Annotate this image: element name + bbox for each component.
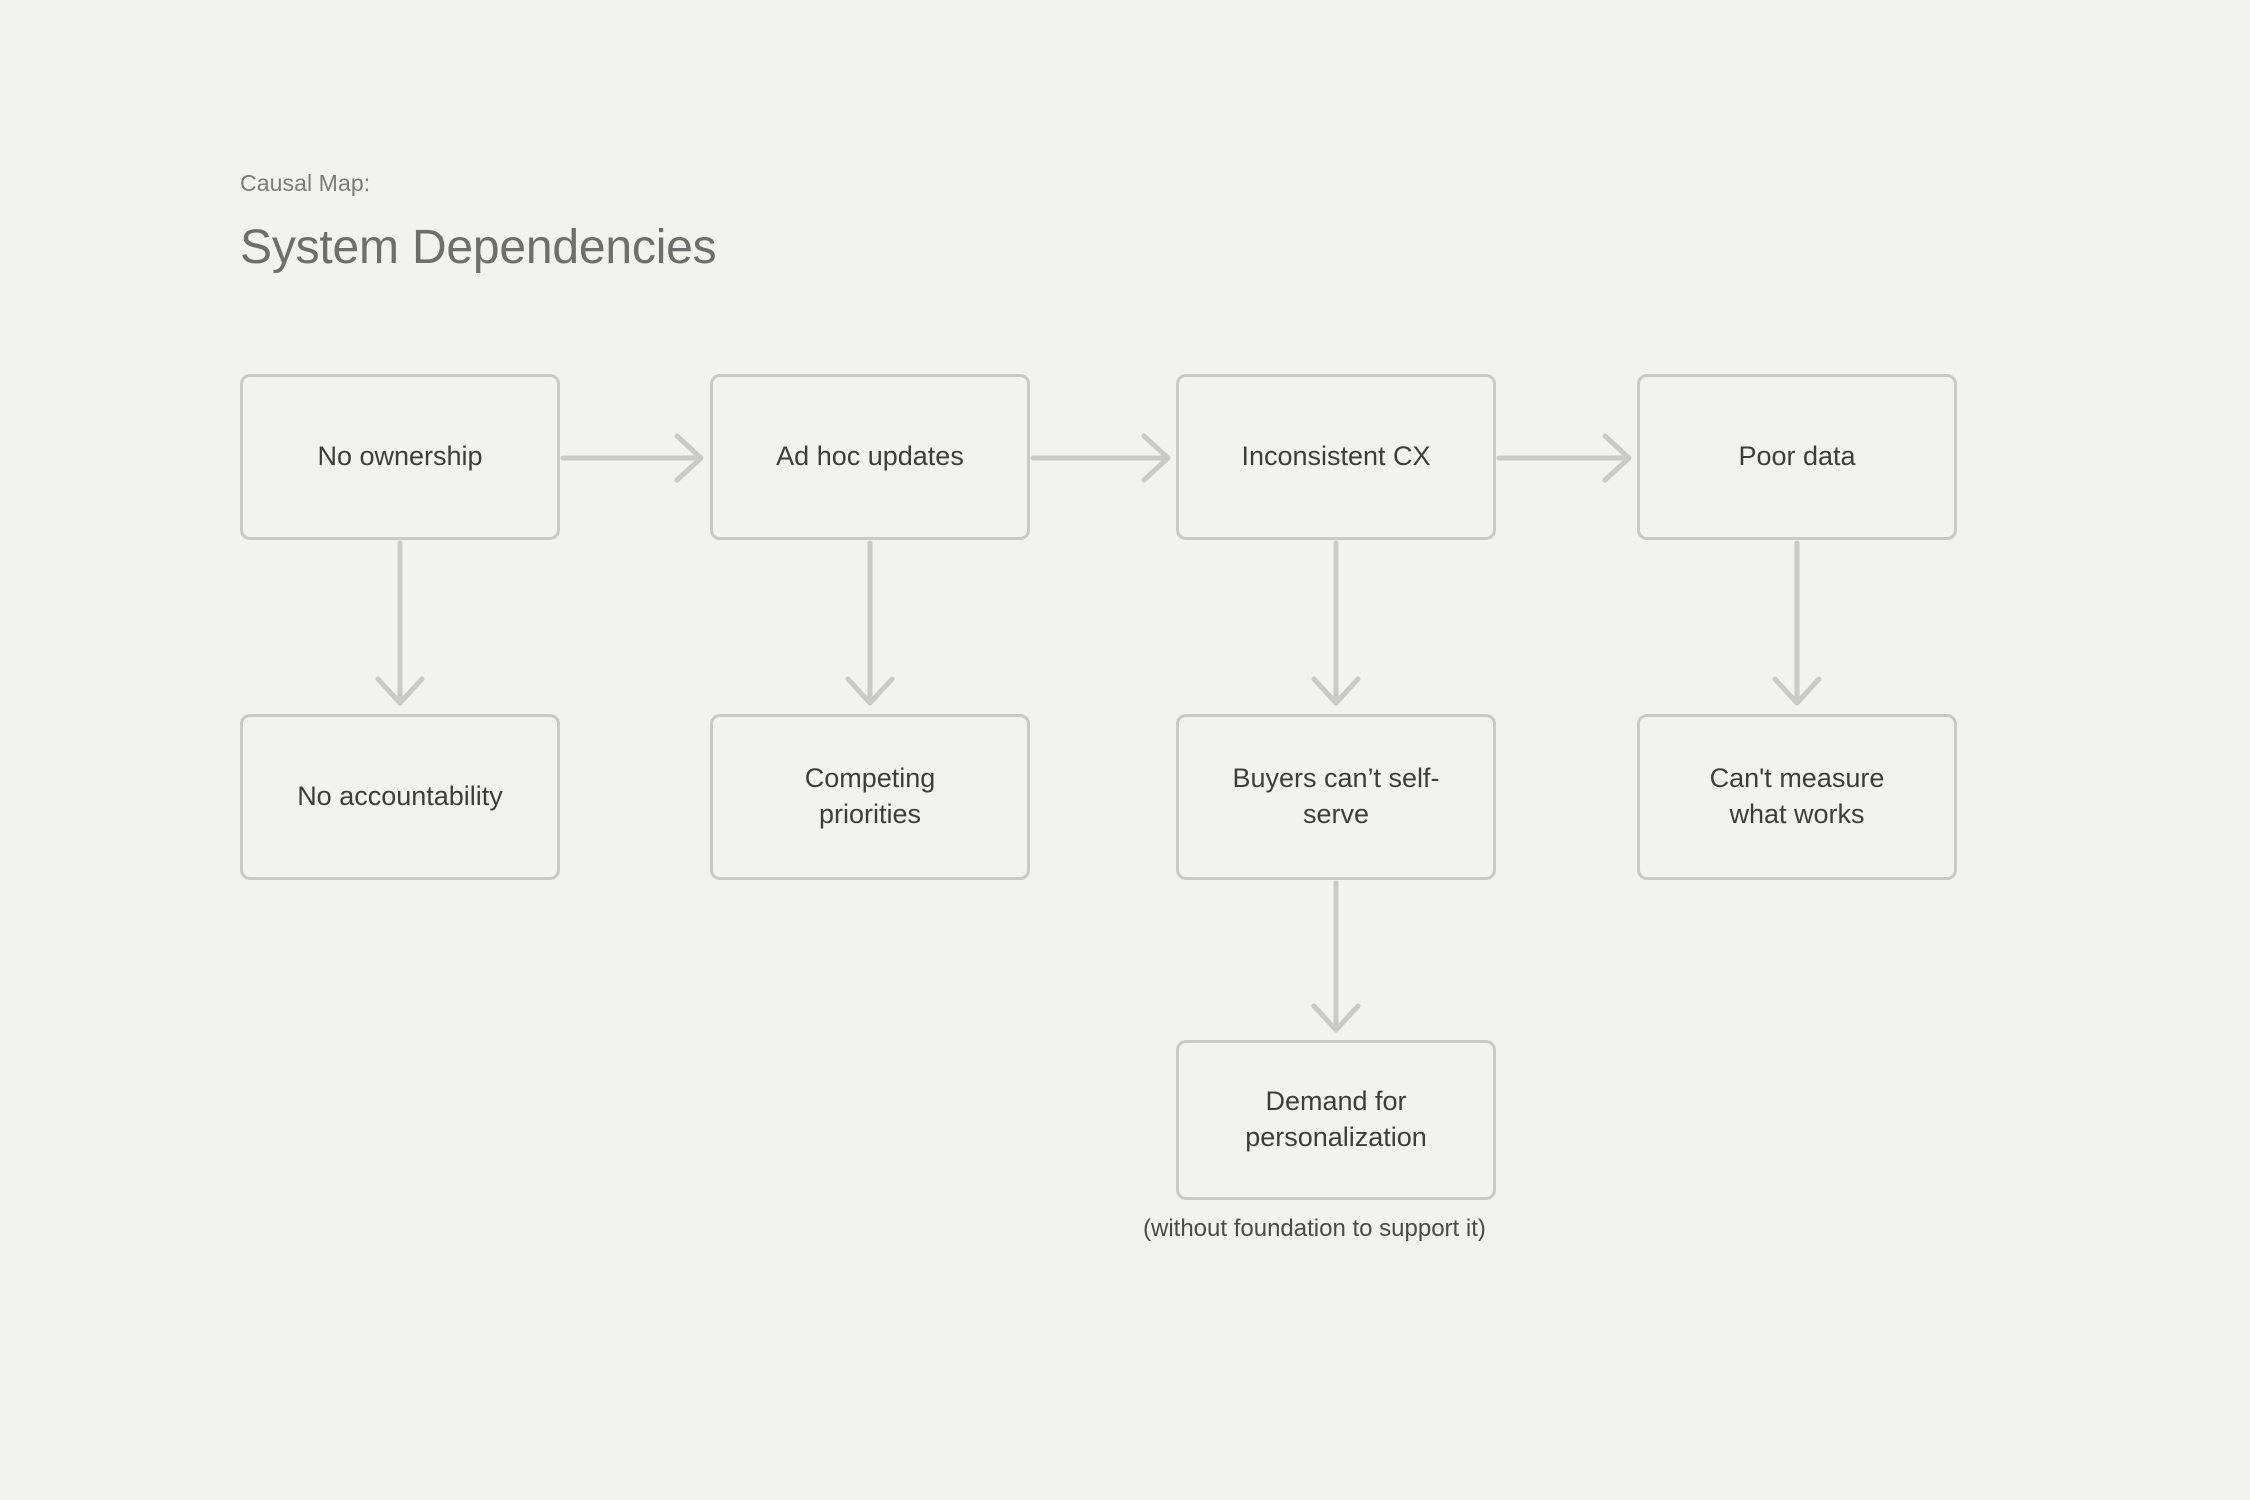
node-label: Demand for personalization	[1245, 1086, 1427, 1152]
node-label: Buyers can’t self-serve	[1232, 763, 1440, 829]
edge-ad-hoc-updates-to-competing-priorities	[845, 540, 895, 706]
node-competing-priorities[interactable]: Competing priorities	[710, 714, 1030, 880]
node-poor-data[interactable]: Poor data	[1637, 374, 1957, 540]
node-label: Inconsistent CX	[1241, 441, 1431, 472]
edge-inconsistent-cx-to-poor-data	[1496, 433, 1632, 483]
node-label: Can't measure what works	[1709, 763, 1885, 829]
diagram-caption: (without foundation to support it)	[1143, 1215, 1486, 1242]
node-buyers-cant-self-serve[interactable]: Buyers can’t self-serve	[1176, 714, 1496, 880]
edge-poor-data-to-cant-measure	[1772, 540, 1822, 706]
header: Causal Map: System Dependencies	[240, 170, 717, 275]
edge-no-ownership-to-ad-hoc-updates	[560, 433, 704, 483]
node-label: Competing priorities	[804, 763, 936, 829]
node-inconsistent-cx[interactable]: Inconsistent CX	[1176, 374, 1496, 540]
edge-no-ownership-to-no-accountability	[375, 540, 425, 706]
node-no-ownership[interactable]: No ownership	[240, 374, 560, 540]
page-title: System Dependencies	[240, 220, 717, 274]
node-no-accountability[interactable]: No accountability	[240, 714, 560, 880]
node-label: No accountability	[297, 781, 503, 812]
node-label: Poor data	[1738, 441, 1856, 472]
node-ad-hoc-updates[interactable]: Ad hoc updates	[710, 374, 1030, 540]
eyebrow-label: Causal Map:	[240, 170, 371, 196]
node-label: No ownership	[317, 441, 483, 472]
edge-buyers-cant-self-serve-to-demand-personalization	[1311, 880, 1361, 1033]
node-label: Ad hoc updates	[776, 441, 964, 472]
edge-inconsistent-cx-to-buyers-cant-self-serve	[1311, 540, 1361, 706]
edge-ad-hoc-updates-to-inconsistent-cx	[1030, 433, 1171, 483]
node-demand-for-personalization[interactable]: Demand for personalization	[1176, 1040, 1496, 1200]
node-cant-measure-what-works[interactable]: Can't measure what works	[1637, 714, 1957, 880]
